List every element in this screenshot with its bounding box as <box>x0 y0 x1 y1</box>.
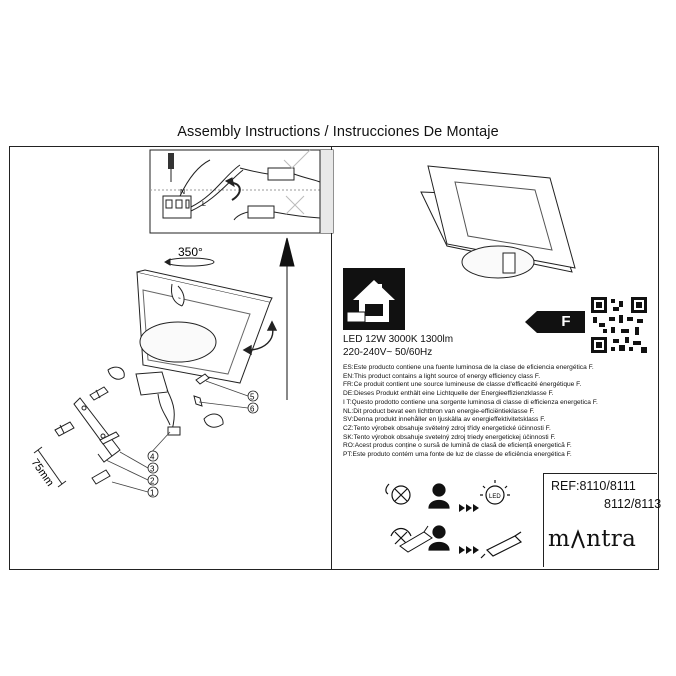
energy-line-ro: RO:Acest produs conține o sursă de lumin… <box>343 442 572 450</box>
driver-box <box>135 371 181 436</box>
ref-line-2: 8112/8113 <box>604 497 662 511</box>
rotation-label: 350° <box>178 245 203 259</box>
part-number-1: 1 <box>150 489 155 498</box>
energy-line-it: I T:Questo prodotto contiene una sorgent… <box>343 398 598 406</box>
driver-box-icon <box>399 525 433 553</box>
energy-line-fr: FR:Ce produit contient une source lumine… <box>343 381 582 389</box>
energy-line-sv: SV:Denna produkt innehåller en ljuskälla… <box>343 416 546 424</box>
pictograms: LED <box>385 480 523 559</box>
brand-logo-end: ntra <box>586 526 637 552</box>
energy-line-pt: PT:Este produto contém uma fonte de luz … <box>343 451 572 459</box>
brand-logo-a-mark <box>570 524 586 552</box>
spec-line-voltage: 220-240V~ 50/60Hz <box>343 347 433 358</box>
dimension-line <box>33 446 67 488</box>
energy-line-nl: NL:Dit product bevat een lichtbron van e… <box>343 407 535 415</box>
energy-label-icon <box>525 311 585 333</box>
energy-line-en: EN:This product contains a light source … <box>343 372 541 380</box>
instruction-frame <box>9 146 659 570</box>
screws <box>54 373 210 485</box>
part-number-3: 3 <box>150 465 155 474</box>
up-arrow <box>279 237 295 400</box>
wire-label-n: N <box>180 189 185 196</box>
led-icon-label: LED <box>489 494 501 500</box>
part-number-4: 4 <box>150 453 155 462</box>
energy-line-de: DE:Dieses Produkt enthält eine Lichtquel… <box>343 390 554 398</box>
part-number-2: 2 <box>150 477 155 486</box>
part-number-6: 6 <box>250 405 255 414</box>
curved-arrow <box>242 320 278 356</box>
ref-box <box>543 473 657 567</box>
energy-statements: ES:Este producto contiene una fuente lum… <box>343 364 598 460</box>
spec-line-power: LED 12W 3000K 1300lm <box>343 334 454 345</box>
energy-class-letter: F <box>561 313 571 330</box>
ref-line-1: REF:8110/8111 <box>551 479 636 493</box>
spring-clips <box>107 366 224 428</box>
part-callouts <box>147 390 259 498</box>
wiring-inset <box>149 149 334 234</box>
panel-light <box>136 269 273 384</box>
wire-label-l: L <box>202 201 206 208</box>
house-icon <box>343 268 405 330</box>
page-title: Assembly Instructions / Instrucciones De… <box>177 124 499 140</box>
energy-line-cz: CZ:Tento výrobek obsahuje světelný zdroj… <box>343 424 551 432</box>
rotation-arrow <box>164 257 215 267</box>
center-divider <box>331 146 332 570</box>
qr-code-icon <box>591 297 647 353</box>
brand-logo-start: m <box>548 526 571 552</box>
part-number-5: 5 <box>250 393 255 402</box>
energy-line-es: ES:Este producto contiene una fuente lum… <box>343 364 594 371</box>
energy-line-sk: SK:Tento výrobok obsahuje svetelný zdroj… <box>343 433 556 441</box>
